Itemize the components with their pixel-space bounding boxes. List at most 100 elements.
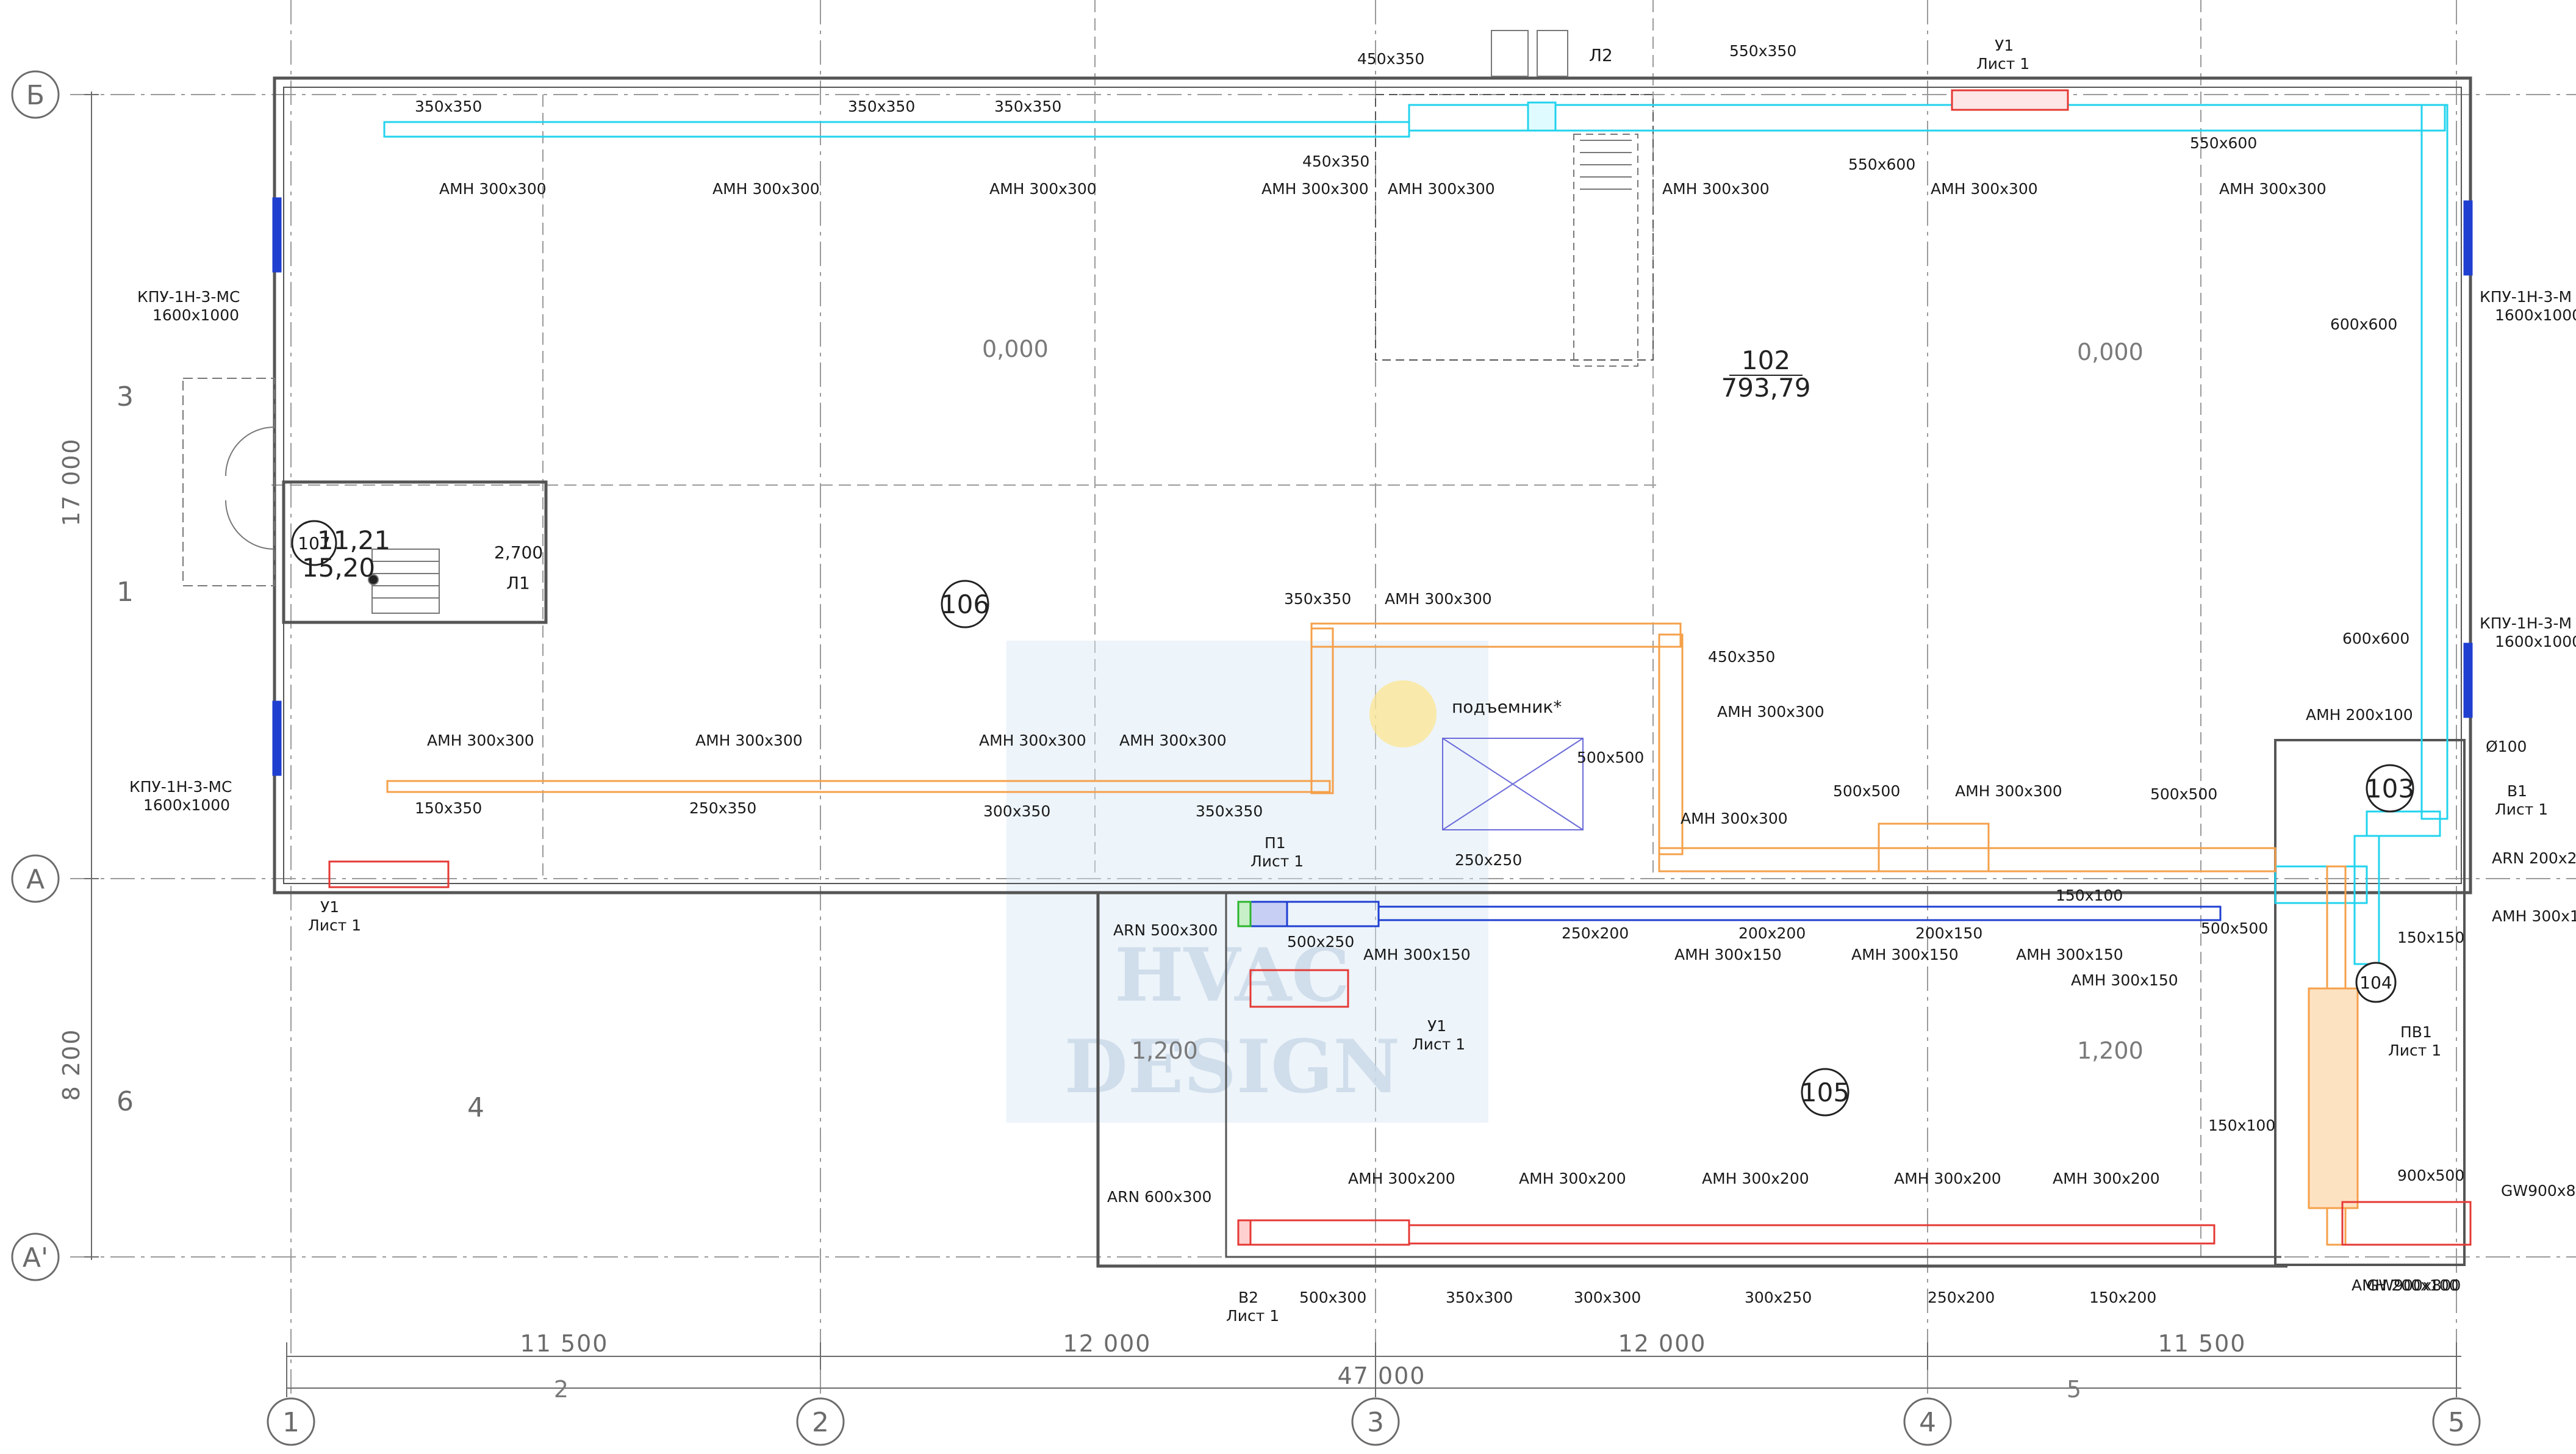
blue-size-3: 200x200 xyxy=(1738,924,1806,942)
room-106: 106 xyxy=(941,580,989,628)
room-107: 107 11,21 15,20 xyxy=(291,520,390,583)
cyan-size-2: 350x350 xyxy=(848,98,915,115)
kpu-left-top-name: КПУ-1Н-3-МС xyxy=(137,288,240,306)
blue-size-1: 500x250 xyxy=(1287,933,1354,951)
lift-label: подъемник* xyxy=(1452,697,1562,717)
room-102: 102 793,79 xyxy=(1721,345,1811,403)
level-mark-2: 0,000 xyxy=(2077,339,2144,365)
red-diffuser-3: АМН 300x200 xyxy=(1702,1170,1809,1187)
orange-diffuser-1: АМН 300x300 xyxy=(427,732,534,749)
orange-size-10: 250x250 xyxy=(1455,851,1522,869)
orange-size-3: 300x350 xyxy=(983,802,1050,820)
pv1-label: ПВ1 xyxy=(2400,1023,2432,1041)
axis-bubble-row-a: А xyxy=(11,854,60,903)
orange-size-4: 350x350 xyxy=(1284,590,1351,608)
blue-labels: 500x250 250x200 200x200 200x150 150x100 … xyxy=(1287,887,2576,1134)
red-size-7: 900x500 xyxy=(2397,1167,2464,1184)
dim-left-2: 8 200 xyxy=(58,1029,85,1101)
cyan-diffuser-8: АМН 300x300 xyxy=(2219,180,2327,198)
orange-diffuser-7: АМН 300x300 xyxy=(1681,810,1788,827)
axis-label-5: 5 xyxy=(2448,1407,2465,1438)
v2-label: В2 xyxy=(1238,1289,1258,1306)
section-mark-4: 4 xyxy=(467,1092,484,1123)
red-labels: 500x300 350x300 300x300 300x250 250x200 … xyxy=(1299,1167,2464,1306)
gw900-bottom-label: GW900x800 xyxy=(2367,1276,2461,1294)
cyan-size-3: 350x350 xyxy=(994,98,1061,115)
stair-l1-label: Л1 xyxy=(506,573,530,593)
kpu-right-bottom-name: КПУ-1Н-3-М xyxy=(2480,614,2572,632)
dim-bottom-3: 12 000 xyxy=(1618,1330,1707,1357)
level-mark-3: 1,200 xyxy=(1132,1037,1198,1064)
kpu-left-bottom-size: 1600x1000 xyxy=(143,796,230,814)
axis-bubble-row-b: Б xyxy=(11,70,60,119)
section-mark-1: 1 xyxy=(117,577,134,608)
blue-diffuser-4: АМН 300x150 xyxy=(2016,946,2123,963)
cyan-diffuser-5: АМН 300x300 xyxy=(1388,180,1495,198)
dim-left-1: 17 000 xyxy=(58,438,85,527)
kpu-right-bottom-size: 1600x1000 xyxy=(2495,633,2576,650)
room-105: 105 xyxy=(1801,1068,1849,1117)
section-marks: 3 1 6 4 2 5 Л1 Л2 2,700 подъемник* xyxy=(117,45,2081,1403)
room-102-number: 102 xyxy=(1742,345,1790,375)
v1-label: В1 xyxy=(2507,782,2527,800)
pv1-sheet: Лист 1 xyxy=(2388,1042,2441,1059)
orange-size-1: 150x350 xyxy=(415,799,482,817)
red-size-1: 500x300 xyxy=(1299,1289,1366,1306)
orange-labels: 150x350 250x350 300x350 350x350 350x350 … xyxy=(415,590,2268,937)
cyan-size-4: 450x350 xyxy=(1357,50,1424,68)
kpu-left-top-size: 1600x1000 xyxy=(152,306,239,324)
amh-200-bottom-label: АМН 200x100 xyxy=(2352,1276,2459,1294)
level-marks: 0,000 0,000 1,200 1,200 xyxy=(982,336,2144,1064)
cyan-size-5: 450x350 xyxy=(1302,153,1369,170)
blue-size-6: 150x150 xyxy=(2397,929,2464,946)
watermark: HVAC DESIGN xyxy=(1006,641,1488,1123)
p1-label: П1 xyxy=(1265,834,1286,852)
orange-diffuser-8: АМН 300x300 xyxy=(1955,782,2062,800)
cyan-size-7: 550x600 xyxy=(1848,156,1915,173)
u1-top-label: У1 xyxy=(1995,37,2014,54)
arn-500-label: ARN 500x300 xyxy=(1113,921,1218,939)
lift-shaft xyxy=(1442,738,1584,830)
red-size-6: 150x200 xyxy=(2089,1289,2156,1306)
blue-size-4: 200x150 xyxy=(1915,924,1982,942)
d100-label: Ø100 xyxy=(2486,738,2527,755)
level-mark-4: 1,200 xyxy=(2077,1037,2144,1064)
cyan-diffuser-6: АМН 300x300 xyxy=(1662,180,1770,198)
cyan-size-10: 600x600 xyxy=(2342,630,2409,647)
kpu-right-top-name: КПУ-1Н-3-М xyxy=(2480,288,2572,306)
dim-bottom-1: 11 500 xyxy=(520,1330,609,1357)
section-mark-5: 5 xyxy=(2067,1376,2081,1403)
u1-top-sheet: Лист 1 xyxy=(1976,55,2029,73)
room-105-number: 105 xyxy=(1801,1078,1849,1107)
orange-supply-duct xyxy=(386,622,2359,1246)
axis-bubble-col-4: 4 xyxy=(1903,1397,1952,1446)
blue-exhaust-duct xyxy=(1237,901,2222,927)
red-size-5: 250x200 xyxy=(1928,1289,1995,1306)
orange-size-11: 500x500 xyxy=(2201,920,2268,937)
axis-label-b: Б xyxy=(26,80,45,111)
height-mark: 2,700 xyxy=(494,542,543,563)
u1-left-label: У1 xyxy=(320,898,339,916)
watermark-line2: DESIGN xyxy=(1064,1024,1401,1110)
kpu-units xyxy=(272,197,2473,776)
red-size-4: 300x250 xyxy=(1745,1289,1812,1306)
axis-bubble-col-1: 1 xyxy=(267,1397,315,1446)
level-mark-1: 0,000 xyxy=(982,336,1049,362)
v1-sheet: Лист 1 xyxy=(2495,801,2548,818)
axis-label-3: 3 xyxy=(1367,1407,1384,1438)
blue-size-7: 150x100 xyxy=(2208,1117,2275,1134)
arn-200-label: ARN 200x20 xyxy=(2492,849,2576,867)
section-mark-2: 2 xyxy=(554,1376,569,1403)
cyan-diffuser-3: АМН 300x300 xyxy=(989,180,1097,198)
cyan-diffuser-1: АМН 300x300 xyxy=(439,180,547,198)
p1-sheet: Лист 1 xyxy=(1250,852,1304,870)
orange-size-7: 500x500 xyxy=(1577,749,1644,766)
cyan-diffuser-2: АМН 300x300 xyxy=(712,180,820,198)
v2-sheet: Лист 1 xyxy=(1226,1307,1279,1325)
orange-diffuser-3: АМН 300x300 xyxy=(979,732,1086,749)
u1-mid-label: У1 xyxy=(1427,1017,1446,1035)
arn-600-label: ARN 600x300 xyxy=(1107,1188,1211,1206)
blue-diffuser-6: АМН 300x15 xyxy=(2492,907,2576,925)
axis-label-a-prime: А' xyxy=(23,1242,48,1273)
